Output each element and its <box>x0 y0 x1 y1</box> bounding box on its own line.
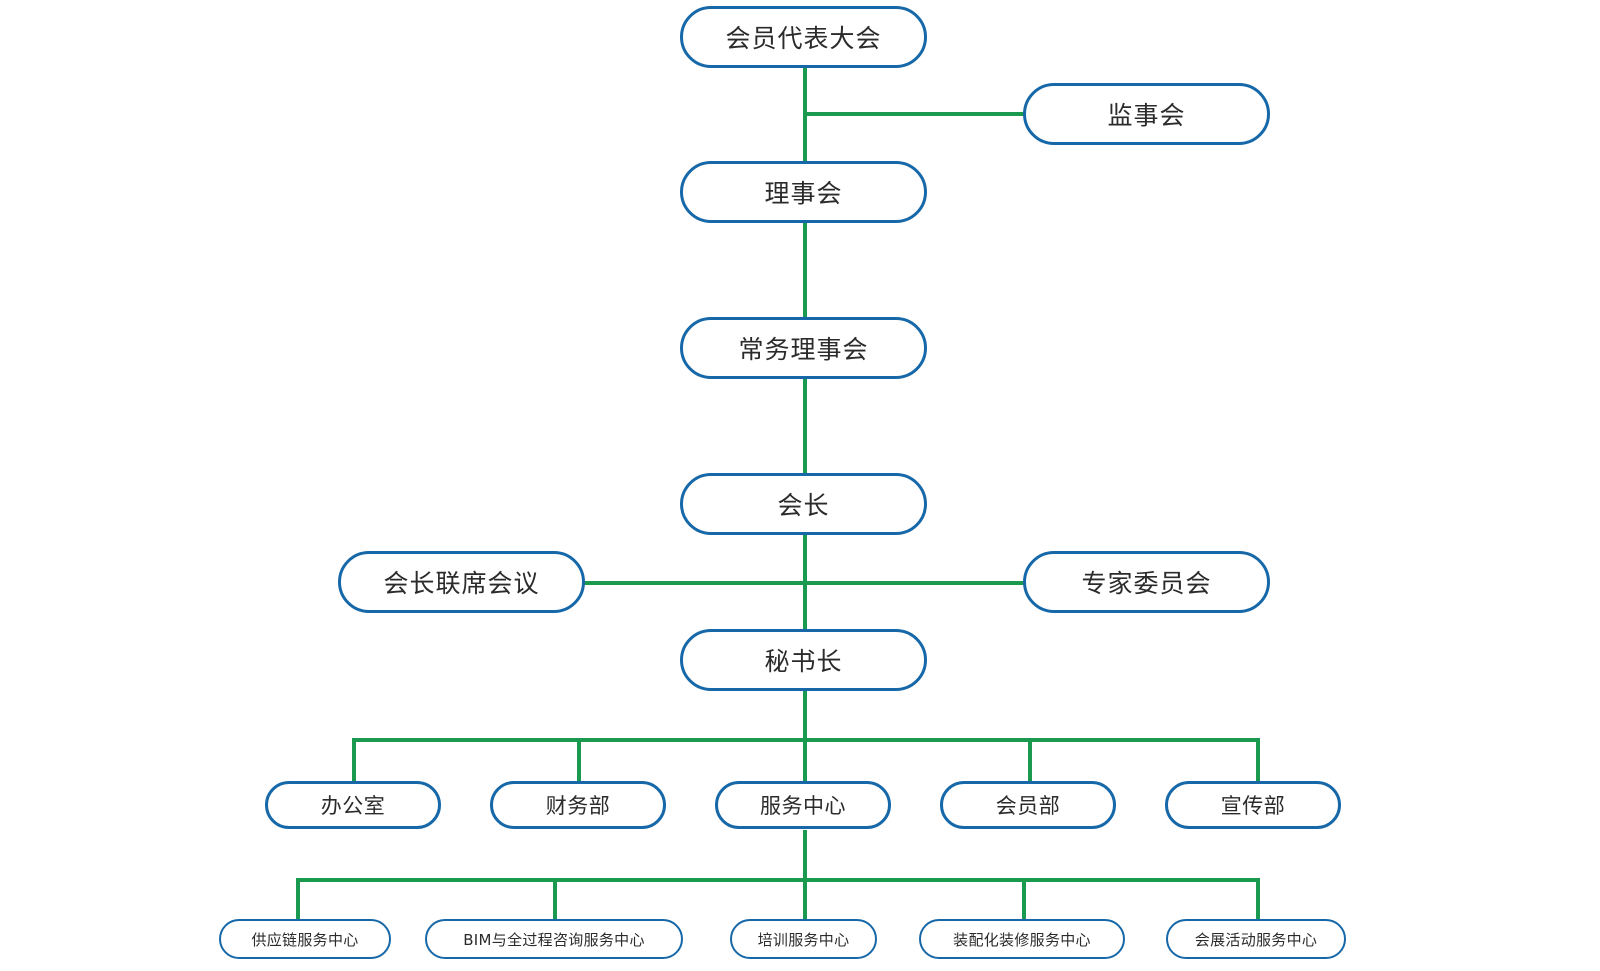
connector-assembly-to-council <box>803 68 807 164</box>
connector-secretary-general-to-dept-bus <box>803 690 807 742</box>
connector-service-bus <box>296 878 1260 882</box>
connector-council-to-standing-council <box>803 222 807 322</box>
connector-drop-department-4 <box>1028 738 1032 782</box>
node-department-finance[interactable]: 财务部 <box>490 781 666 829</box>
node-secretary-general[interactable]: 秘书长 <box>680 629 927 691</box>
node-service-bim-consulting[interactable]: BIM与全过程咨询服务中心 <box>425 919 683 959</box>
connector-drop-service-4 <box>1022 878 1026 920</box>
node-service-supply-chain[interactable]: 供应链服务中心 <box>219 919 391 959</box>
node-service-exhibition[interactable]: 会展活动服务中心 <box>1166 919 1346 959</box>
node-president-joint-meeting[interactable]: 会长联席会议 <box>338 551 585 613</box>
connector-drop-department-1 <box>352 738 356 782</box>
node-standing-council[interactable]: 常务理事会 <box>680 317 927 379</box>
node-service-training[interactable]: 培训服务中心 <box>730 919 877 959</box>
node-assembly[interactable]: 会员代表大会 <box>680 6 927 68</box>
node-president[interactable]: 会长 <box>680 473 927 535</box>
connector-drop-service-5 <box>1256 878 1260 920</box>
node-service-prefab-decoration[interactable]: 装配化装修服务中心 <box>919 919 1125 959</box>
connector-drop-department-5 <box>1256 738 1260 782</box>
connector-service-center-to-service-bus <box>803 830 807 882</box>
connector-drop-department-2 <box>577 738 581 782</box>
connector-assembly-to-supervisors <box>803 112 1025 116</box>
node-council[interactable]: 理事会 <box>680 161 927 223</box>
node-supervisors[interactable]: 监事会 <box>1023 83 1270 145</box>
node-expert-committee[interactable]: 专家委员会 <box>1023 551 1270 613</box>
connector-president-side-bar <box>583 581 1025 585</box>
connector-drop-department-3 <box>803 738 807 782</box>
node-department-publicity[interactable]: 宣传部 <box>1165 781 1341 829</box>
connector-standing-council-to-president <box>803 378 807 474</box>
connector-drop-service-1 <box>296 878 300 920</box>
node-department-membership[interactable]: 会员部 <box>940 781 1116 829</box>
connector-drop-service-3 <box>803 878 807 920</box>
connector-drop-service-2 <box>553 878 557 920</box>
node-department-office[interactable]: 办公室 <box>265 781 441 829</box>
node-department-service-center[interactable]: 服务中心 <box>715 781 891 829</box>
